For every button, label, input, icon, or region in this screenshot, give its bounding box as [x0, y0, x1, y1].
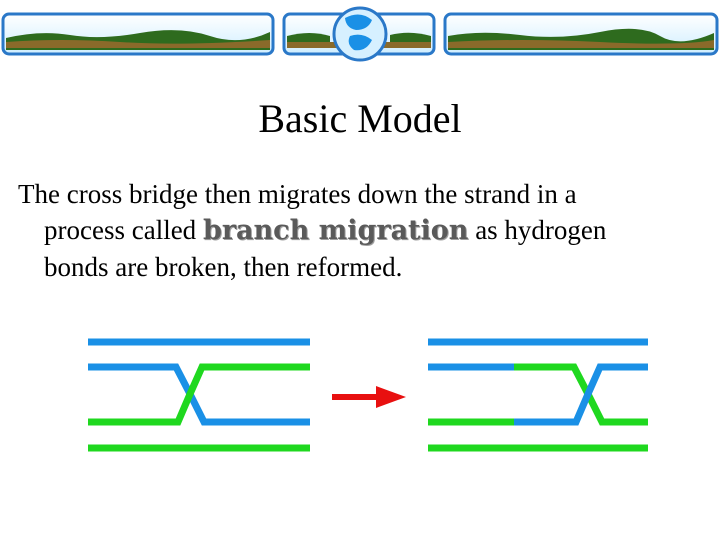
body-line-1: The cross bridge then migrates down the …	[18, 179, 577, 209]
strand-blue-lower-after	[514, 363, 648, 426]
strand-green-crossing	[88, 363, 310, 426]
body-line-2-before: process called	[44, 215, 203, 245]
globe-icon	[282, 6, 436, 62]
page-title-text: Basic Model	[258, 96, 462, 141]
right-arrow-icon	[332, 386, 406, 408]
banner-panel-right	[443, 12, 719, 56]
diagram-after	[428, 338, 648, 452]
body-line-2-after: as hydrogen	[468, 215, 607, 245]
diagram-before	[88, 338, 310, 452]
body-line-3: bonds are broken, then reformed.	[44, 252, 403, 282]
banner-panel-left	[1, 12, 275, 56]
body-line-2: process called branch migration as hydro…	[18, 212, 708, 249]
branch-migration-term: branch migration	[202, 215, 469, 246]
branch-migration-diagram	[88, 338, 648, 452]
body-text: The cross bridge then migrates down the …	[18, 176, 708, 285]
page-title: Basic Model	[0, 96, 720, 142]
top-banner	[1, 6, 719, 62]
